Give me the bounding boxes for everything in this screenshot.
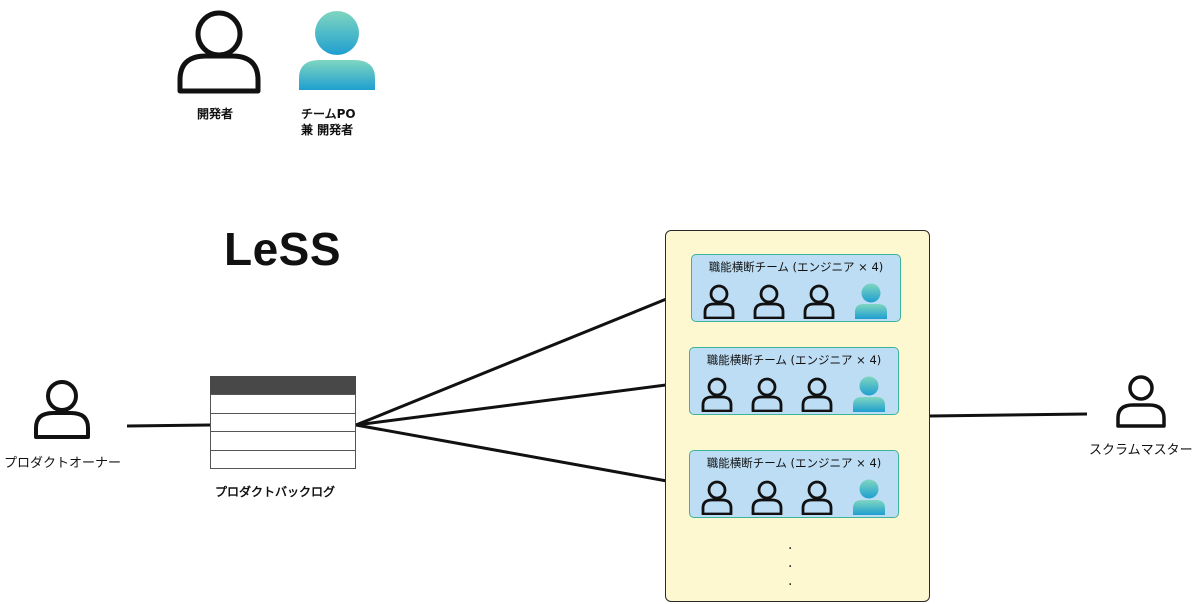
product-owner-label: プロダクトオーナー bbox=[4, 456, 122, 471]
team-members bbox=[703, 283, 887, 319]
product-backlog-label: プロダクトバックログ bbox=[215, 485, 336, 499]
backlog-row bbox=[210, 432, 356, 451]
team-box-3: 職能横断チーム (エンジニア × 4) bbox=[689, 450, 899, 518]
legend-team-po-line1: チームPO bbox=[301, 107, 356, 121]
developer-icon bbox=[701, 480, 733, 515]
team-box-2: 職能横断チーム (エンジニア × 4) bbox=[689, 347, 899, 415]
po-to-backlog-line bbox=[126, 423, 211, 428]
legend-team-po-line2: 兼 開発者 bbox=[301, 123, 354, 137]
backlog-row bbox=[210, 394, 356, 414]
team-members bbox=[701, 479, 885, 515]
backlog-to-team-1-line bbox=[355, 287, 692, 427]
team-po-icon bbox=[299, 11, 375, 90]
team-members bbox=[701, 376, 885, 412]
team-box-1: 職能横断チーム (エンジニア × 4) bbox=[691, 254, 901, 322]
panel-to-scrum-master-line bbox=[929, 412, 1088, 418]
team-po-icon bbox=[855, 283, 887, 319]
legend-team-po-label: チームPO 兼 開発者 bbox=[301, 106, 356, 138]
product-owner-icon bbox=[34, 380, 90, 439]
product-backlog-table bbox=[210, 376, 356, 469]
developer-icon bbox=[177, 10, 261, 94]
team-title: 職能横断チーム (エンジニア × 4) bbox=[708, 260, 884, 274]
backlog-to-team-2-line bbox=[355, 380, 690, 427]
developer-icon bbox=[753, 284, 785, 319]
legend-developer-label: 開発者 bbox=[197, 107, 234, 121]
more-teams-indicator: ··· bbox=[788, 541, 793, 593]
backlog-to-team-3-line bbox=[355, 423, 690, 487]
backlog-header bbox=[210, 376, 356, 394]
developer-icon bbox=[703, 284, 735, 319]
developer-icon bbox=[801, 480, 833, 515]
backlog-row bbox=[210, 450, 356, 469]
team-title: 職能横断チーム (エンジニア × 4) bbox=[706, 353, 882, 367]
developer-icon bbox=[801, 377, 833, 412]
developer-icon bbox=[751, 377, 783, 412]
team-po-icon bbox=[853, 479, 885, 515]
backlog-row bbox=[210, 413, 356, 432]
scrum-master-label: スクラムマスター bbox=[1089, 443, 1193, 458]
scrum-master-icon bbox=[1116, 375, 1166, 428]
developer-icon bbox=[701, 377, 733, 412]
developer-icon bbox=[803, 284, 835, 319]
team-title: 職能横断チーム (エンジニア × 4) bbox=[706, 456, 882, 470]
developer-icon bbox=[751, 480, 783, 515]
team-po-icon bbox=[853, 376, 885, 412]
diagram-title: LeSS bbox=[224, 223, 342, 275]
